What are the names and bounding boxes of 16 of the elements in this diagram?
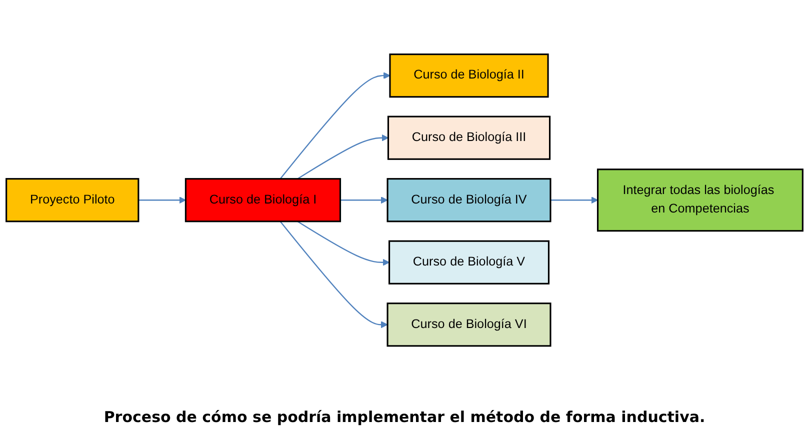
node-box: Curso de Biología III [387, 116, 551, 160]
arrow [280, 72, 390, 180]
node-box: Curso de Biología IV [386, 178, 552, 222]
arrow [340, 196, 388, 204]
node-box: Curso de Biología II [389, 53, 549, 98]
node-box: Curso de Biología V [388, 240, 550, 284]
node-box: Curso de Biología VI [386, 302, 552, 347]
caption: Proceso de cómo se podría implementar el método de forma inductiva. [104, 408, 706, 426]
arrow [138, 196, 186, 204]
arrow [550, 196, 598, 204]
arrow [297, 134, 389, 180]
node-box: Integrar todas las biologías en Competencias [596, 168, 804, 232]
node-box: Curso de Biología I [184, 178, 342, 222]
arrow [280, 220, 388, 328]
arrow [297, 220, 390, 266]
node-box: Proyecto Piloto [6, 178, 140, 222]
